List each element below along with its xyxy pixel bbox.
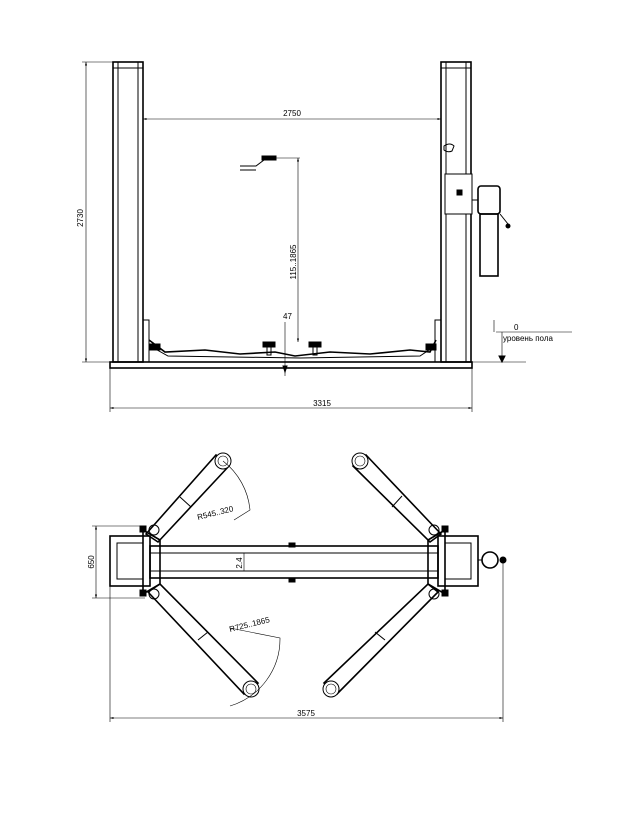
base-beam <box>149 542 439 583</box>
dim-beam: 2.4 <box>235 553 245 571</box>
safety-release-icon <box>443 143 455 153</box>
floor-level-label: уровень пола <box>503 334 554 343</box>
dim-depth: 650 <box>87 525 145 599</box>
left-column-base <box>109 524 161 600</box>
arc-short-arm <box>222 460 251 521</box>
dim-pad-height-label: 47 <box>283 312 292 321</box>
dim-lift-range: 115..1865 <box>289 158 300 342</box>
dim-lift-range-label: 115..1865 <box>289 244 298 280</box>
dim-total-width: 3575 <box>109 563 504 722</box>
floor-zero-label: 0 <box>514 323 519 332</box>
dim-inner-width-label: 2750 <box>283 109 301 118</box>
dim-inner-width: 2750 <box>143 109 441 121</box>
dim-pad-height: 47 <box>282 312 292 376</box>
dim-base-width-label: 3315 <box>313 399 331 408</box>
power-unit <box>472 185 511 277</box>
front-view: 2750 2730 115..1865 47 0 уров <box>76 61 572 412</box>
arm-upper-right <box>351 452 443 544</box>
arm-lower-left <box>146 582 260 698</box>
dim-depth-label: 650 <box>87 555 96 569</box>
top-view: R545..320 R725..1865 2.4 650 3575 <box>87 452 507 722</box>
base-plate <box>109 361 473 369</box>
dim-base-width: 3315 <box>109 368 473 412</box>
dim-beam-label: 2.4 <box>235 557 244 569</box>
dim-long-arm-label: R725..1865 <box>228 615 271 634</box>
right-column-base <box>427 524 507 600</box>
raised-pad-icon <box>240 155 300 171</box>
floor-level: 0 уровень пола <box>472 320 572 364</box>
arm-lower-right <box>322 582 440 698</box>
dim-height-label: 2730 <box>76 209 85 227</box>
arc-long-arm <box>229 627 281 707</box>
left-column <box>112 61 150 363</box>
dim-total-width-label: 3575 <box>297 709 315 718</box>
right-column <box>434 61 473 363</box>
lift-arms-front <box>148 339 437 359</box>
dim-height: 2730 <box>76 61 113 363</box>
dim-short-arm-label: R545..320 <box>196 504 235 522</box>
